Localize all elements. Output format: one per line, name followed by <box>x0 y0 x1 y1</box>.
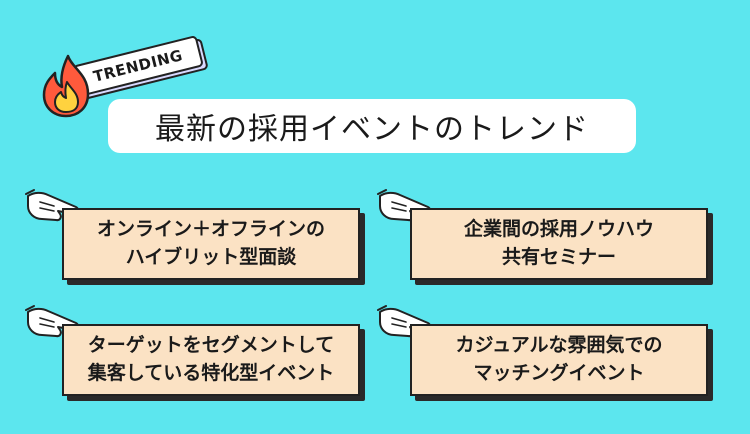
card-line-1: ターゲットをセグメントして <box>87 334 335 357</box>
trending-badge: TRENDING <box>38 32 209 122</box>
page-title: 最新の採用イベントのトレンド <box>108 99 636 153</box>
card-line-1: オンライン＋オフラインの <box>96 218 325 241</box>
fire-icon <box>42 54 90 118</box>
card-line-1: 企業間の採用ノウハウ <box>463 218 654 241</box>
pointing-hand-icon <box>377 305 432 338</box>
card-line-2: 共有セミナー <box>501 246 616 268</box>
card-line-1: カジュアルな雰囲気での <box>455 334 663 357</box>
card-line-2: 集客している特化型イベント <box>87 362 335 384</box>
pointing-hand-icon <box>25 305 80 338</box>
card-targeted-event: ターゲットをセグメントして 集客している特化型イベント <box>62 324 365 401</box>
card-casual-matching: カジュアルな雰囲気での マッチングイベント <box>410 324 713 401</box>
card-knowhow-seminar: 企業間の採用ノウハウ 共有セミナー <box>410 208 713 285</box>
card-line-2: ハイブリット型面談 <box>125 246 297 268</box>
card-line-2: マッチングイベント <box>473 362 645 384</box>
page-title-text: 最新の採用イベントのトレンド <box>155 112 589 147</box>
card-hybrid-interview: オンライン＋オフラインの ハイブリット型面談 <box>62 208 365 285</box>
pointing-hand-icon <box>25 189 80 222</box>
